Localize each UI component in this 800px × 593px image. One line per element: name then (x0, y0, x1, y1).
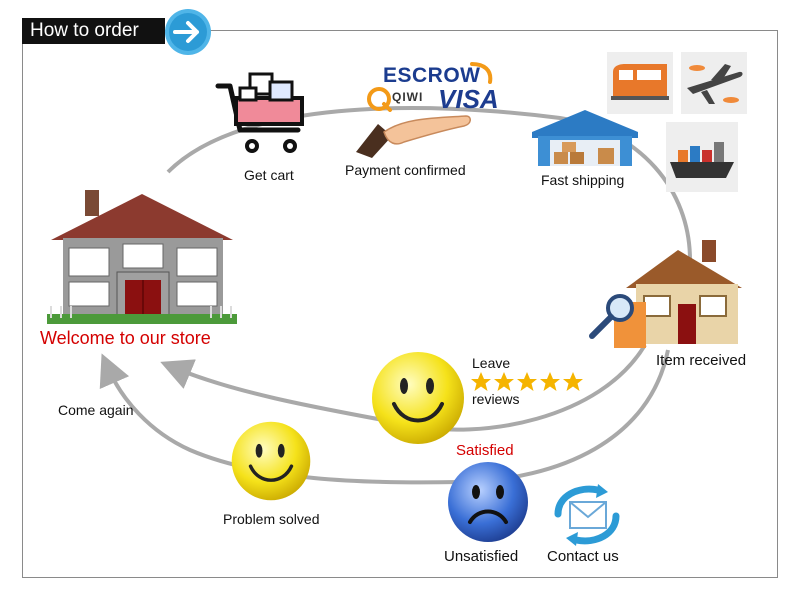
return-arc-unsatisfied (99, 349, 670, 485)
shopping-cart-icon (215, 72, 304, 153)
solved-label: Problem solved (223, 511, 320, 527)
arrow-right-icon (165, 9, 211, 55)
unsatisfied-label: Unsatisfied (444, 548, 519, 565)
hand-payment-icon (356, 115, 471, 158)
payment-label: Payment confirmed (345, 162, 466, 178)
received-house-icon (589, 240, 742, 348)
sad-face-icon (448, 462, 528, 542)
page-title-text: How to order (30, 20, 139, 41)
escrow-swoosh-icon (470, 62, 493, 84)
page-title: How to order (22, 18, 165, 44)
store-house-icon (47, 190, 237, 324)
received-label: Item received (656, 352, 747, 369)
reviews-label-line2: reviews (472, 391, 520, 407)
airplane-icon (681, 52, 747, 114)
escrow-logo: ESCROW (383, 64, 481, 87)
train-icon (607, 52, 673, 114)
warehouse-icon (532, 110, 638, 166)
store-label: Welcome to our store (40, 328, 211, 348)
qiwi-logo: QIWI (392, 90, 424, 104)
cart-label: Get cart (244, 167, 294, 183)
satisfied-label: Satisfied (456, 442, 514, 459)
reviews-label-line1: Leave (472, 355, 511, 371)
contact-label[interactable]: Contact us (547, 548, 619, 565)
contact-envelope-icon (554, 484, 620, 546)
shipping-label: Fast shipping (541, 172, 625, 188)
qiwi-logo-icon (367, 87, 392, 112)
cargo-ship-icon (666, 122, 738, 192)
five-star-rating-icon (471, 372, 583, 391)
come-again-label: Come again (58, 402, 134, 418)
visa-logo: VISA (438, 84, 499, 114)
content-frame (22, 30, 778, 578)
solved-happy-face-icon (231, 421, 311, 501)
happy-face-icon (372, 352, 464, 444)
